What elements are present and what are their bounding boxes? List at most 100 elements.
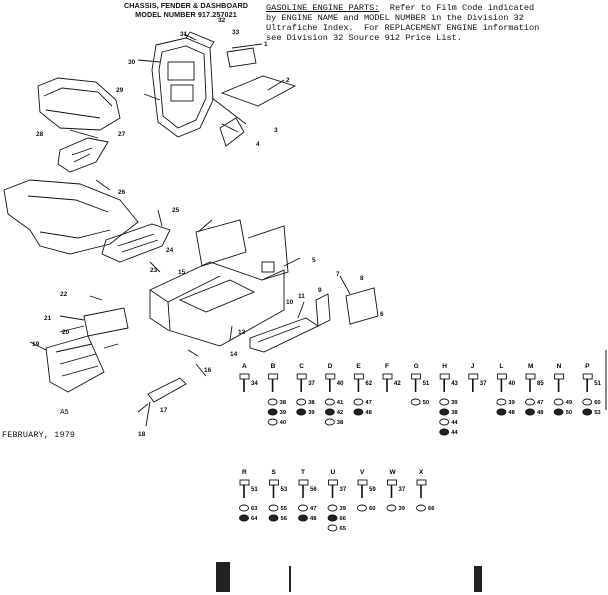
washer-nut-icon: [324, 398, 335, 406]
washer-nut-icon: [496, 408, 507, 416]
washer-nut-icon: [525, 408, 535, 416]
bolt-part-number: 43: [451, 381, 458, 387]
washer-nut-icon: [496, 398, 507, 406]
hardware-letter: F: [385, 363, 389, 370]
part-number: 44: [451, 430, 458, 436]
hardware-letter: E: [356, 363, 361, 370]
washer-nut-icon: [268, 514, 279, 522]
bolt-part-number: 59: [369, 487, 376, 493]
hardware-item-f: F 42: [382, 363, 401, 392]
battery-cover: [83, 307, 129, 337]
publication-date: FEBRUARY, 1979: [2, 430, 76, 440]
front-grille: [45, 335, 105, 393]
hardware-item-w: W 37 39: [386, 469, 406, 512]
bolt-head-icon: [239, 373, 250, 380]
hardware-letter: B: [271, 363, 276, 370]
washer-nut-icon: [298, 504, 308, 512]
hardware-row-2: R516364S535556T564748U37396665V5960W3739…: [239, 469, 435, 532]
callout-31: 31: [180, 31, 188, 38]
part-number: 38: [451, 410, 458, 416]
engine-parts-note: GASOLINE ENGINE PARTS: Refer to Film Cod…: [266, 3, 604, 43]
bolt-part-number: 51: [423, 381, 430, 387]
bolt-head-icon: [239, 479, 250, 486]
callout-29: 29: [116, 87, 124, 94]
hardware-letter: W: [390, 469, 397, 476]
part-number: 66: [340, 516, 347, 522]
decal-plate: [226, 47, 257, 68]
washer-nut-icon: [267, 398, 278, 406]
callout-23: 23: [150, 267, 158, 274]
scan-mark-right: [474, 566, 482, 592]
note-heading: GASOLINE ENGINE PARTS:: [266, 3, 380, 13]
diagram-model-number: MODEL NUMBER 917.257021: [135, 10, 237, 19]
bolt-head-icon: [382, 373, 393, 380]
part-number: 50: [566, 410, 572, 416]
bolt-part-number: 51: [594, 381, 601, 387]
washer-nut-icon: [327, 504, 338, 512]
note-line4: see Division 32 Source 912 Price List.: [266, 33, 462, 43]
washer-nut-icon: [239, 504, 249, 512]
diagram-title: CHASSIS, FENDER & DASHBOARD MODEL NUMBER…: [108, 1, 264, 19]
bolt-head-icon: [582, 373, 593, 380]
side-bracket: [315, 293, 331, 327]
bolt-part-number: 85: [537, 381, 544, 387]
callout-15: 15: [178, 269, 186, 276]
part-number: 39: [340, 506, 347, 512]
part-number: 55: [281, 506, 288, 512]
callout-3: 3: [274, 127, 278, 134]
part-number: 41: [337, 400, 344, 406]
part-number: 47: [310, 506, 316, 512]
bolt-head-icon: [439, 373, 450, 380]
seat: [37, 77, 121, 131]
callout-9: 9: [318, 287, 322, 294]
hardware-letter: V: [360, 469, 365, 476]
part-number: 56: [281, 516, 288, 522]
hardware-letter: C: [299, 363, 304, 370]
part-number: 63: [251, 506, 258, 512]
bolt-head-icon: [325, 373, 336, 380]
hardware-letter: X: [419, 469, 424, 476]
part-number: 48: [537, 410, 544, 416]
callout-12: 12: [238, 329, 246, 336]
callout-18: 18: [138, 431, 146, 438]
bolt-head-icon: [416, 479, 427, 486]
washer-nut-icon: [525, 398, 535, 406]
part-number: 48: [310, 516, 317, 522]
hardware-letter: H: [442, 363, 447, 370]
bolt-part-number: 37: [399, 487, 406, 493]
part-number: 48: [365, 410, 372, 416]
hardware-row-1: A34B383940C373839D40414238E624748F42G515…: [239, 363, 602, 436]
bolt-part-number: 51: [251, 487, 258, 493]
callout-10: 10: [286, 299, 294, 306]
bolt-part-number: 34: [251, 381, 258, 387]
part-number: 39: [399, 506, 406, 512]
part-number: 40: [280, 420, 286, 426]
part-number: 49: [566, 400, 573, 406]
washer-nut-icon: [553, 408, 564, 416]
footrest-plate: [101, 223, 171, 263]
hardware-letter: T: [301, 469, 305, 476]
washer-nut-icon: [298, 514, 308, 522]
washer-nut-icon: [353, 398, 364, 406]
callout-1: 1: [264, 41, 268, 48]
hardware-letter: J: [471, 363, 475, 370]
washer-nut-icon: [439, 398, 450, 406]
scan-mark-left: [216, 562, 230, 592]
part-number: 39: [508, 400, 515, 406]
callout-16: 16: [204, 367, 212, 374]
washer-nut-icon: [239, 514, 249, 522]
note-line2: by ENGINE NAME and MODEL NUMBER in the D…: [266, 13, 524, 23]
washer-nut-icon: [267, 408, 278, 416]
bolt-head-icon: [357, 479, 368, 486]
hardware-item-j: J37: [468, 363, 487, 392]
bolt-part-number: 42: [394, 381, 401, 387]
part-number: 53: [594, 410, 601, 416]
washer-nut-icon: [353, 408, 364, 416]
